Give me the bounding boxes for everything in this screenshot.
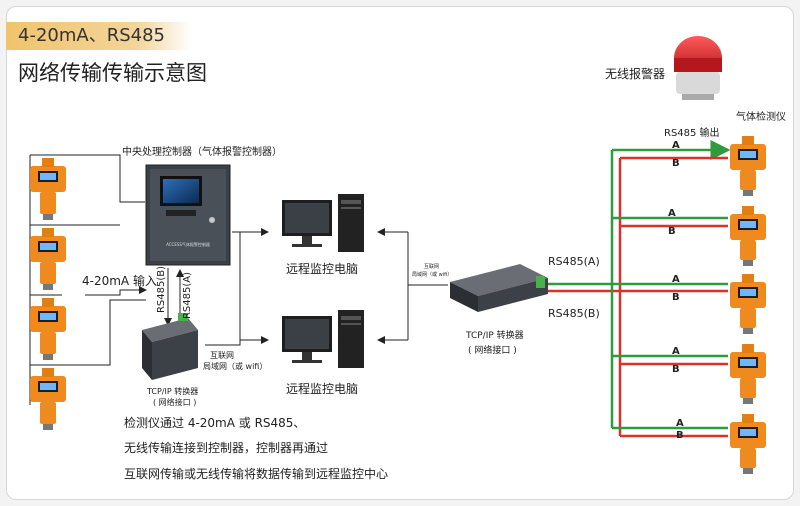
controller-label: 中央处理控制器（气体报警控制器） (122, 147, 282, 158)
right-bus-wiring (548, 140, 731, 438)
line-a-label-5: A (676, 418, 684, 429)
remote-computer-top (282, 194, 364, 252)
rs485b-vertical-label: RS485(B) (156, 266, 167, 314)
line-a-label-4: A (672, 346, 680, 357)
left-converter-sub: ( 网络接口 ) (153, 398, 197, 407)
controller-panel-text: ACCESS气体报警控制器 (166, 241, 210, 247)
line-a-label-3: A (672, 274, 680, 285)
rs485a-label: RS485(A) (548, 255, 600, 268)
line-b-label-2: B (668, 226, 676, 237)
right-converter-name: TCP/IP 转换器 (466, 331, 524, 341)
computer-label-top: 远程监控电脑 (286, 262, 359, 276)
left-tcpip-converter (142, 313, 198, 380)
left-converter-name: TCP/IP 转换器 (147, 387, 199, 396)
right-net-line1: 互联网 (424, 264, 440, 270)
line-b-label-1: B (672, 158, 680, 169)
rs485a-vertical-label: RS485(A) (182, 272, 193, 320)
network-wiring-center (205, 228, 448, 346)
rs485b-label: RS485(B) (548, 307, 600, 320)
description-line-2: 无线传输连接到控制器，控制器再通过 (124, 441, 329, 455)
rs485-output-label: RS485 输出 (664, 128, 720, 139)
description-line-1: 检测仪通过 4-20mA 或 RS485、 (124, 416, 306, 430)
alarm-label: 无线报警器 (605, 67, 666, 81)
computer-label-bottom: 远程监控电脑 (286, 382, 359, 396)
detector-label: 气体检测仪 (736, 112, 786, 123)
description-line-3: 互联网传输或无线传输将数据传输到远程监控中心 (124, 467, 389, 481)
header-spec: 4-20mA、RS485 (18, 25, 165, 46)
right-net-line2: 局域网（或 wifi） (412, 272, 453, 278)
left-detectors (30, 158, 66, 430)
left-net-line2: 局域网（或 wifi） (203, 362, 268, 371)
left-detector-wiring (29, 154, 147, 405)
line-a-label-1: A (672, 140, 680, 151)
right-converter-sub: ( 网络接口 ) (468, 346, 517, 356)
line-a-label-2: A (668, 208, 676, 219)
header-bar (6, 22, 192, 50)
right-detectors (730, 136, 766, 474)
line-b-label-3: B (672, 292, 680, 303)
content-frame (6, 6, 794, 500)
controller-cabinet: ACCESS气体报警控制器 (145, 164, 231, 266)
left-net-line1: 互联网 (210, 351, 234, 360)
line-b-label-5: B (676, 430, 684, 441)
remote-computer-bottom (282, 310, 364, 368)
wireless-alarm-beacon (674, 36, 722, 100)
input-label: 4-20mA 输入 (82, 274, 157, 288)
page-title: 网络传输传输示意图 (18, 61, 207, 85)
right-tcpip-converter (450, 264, 548, 312)
line-b-label-4: B (672, 364, 680, 375)
